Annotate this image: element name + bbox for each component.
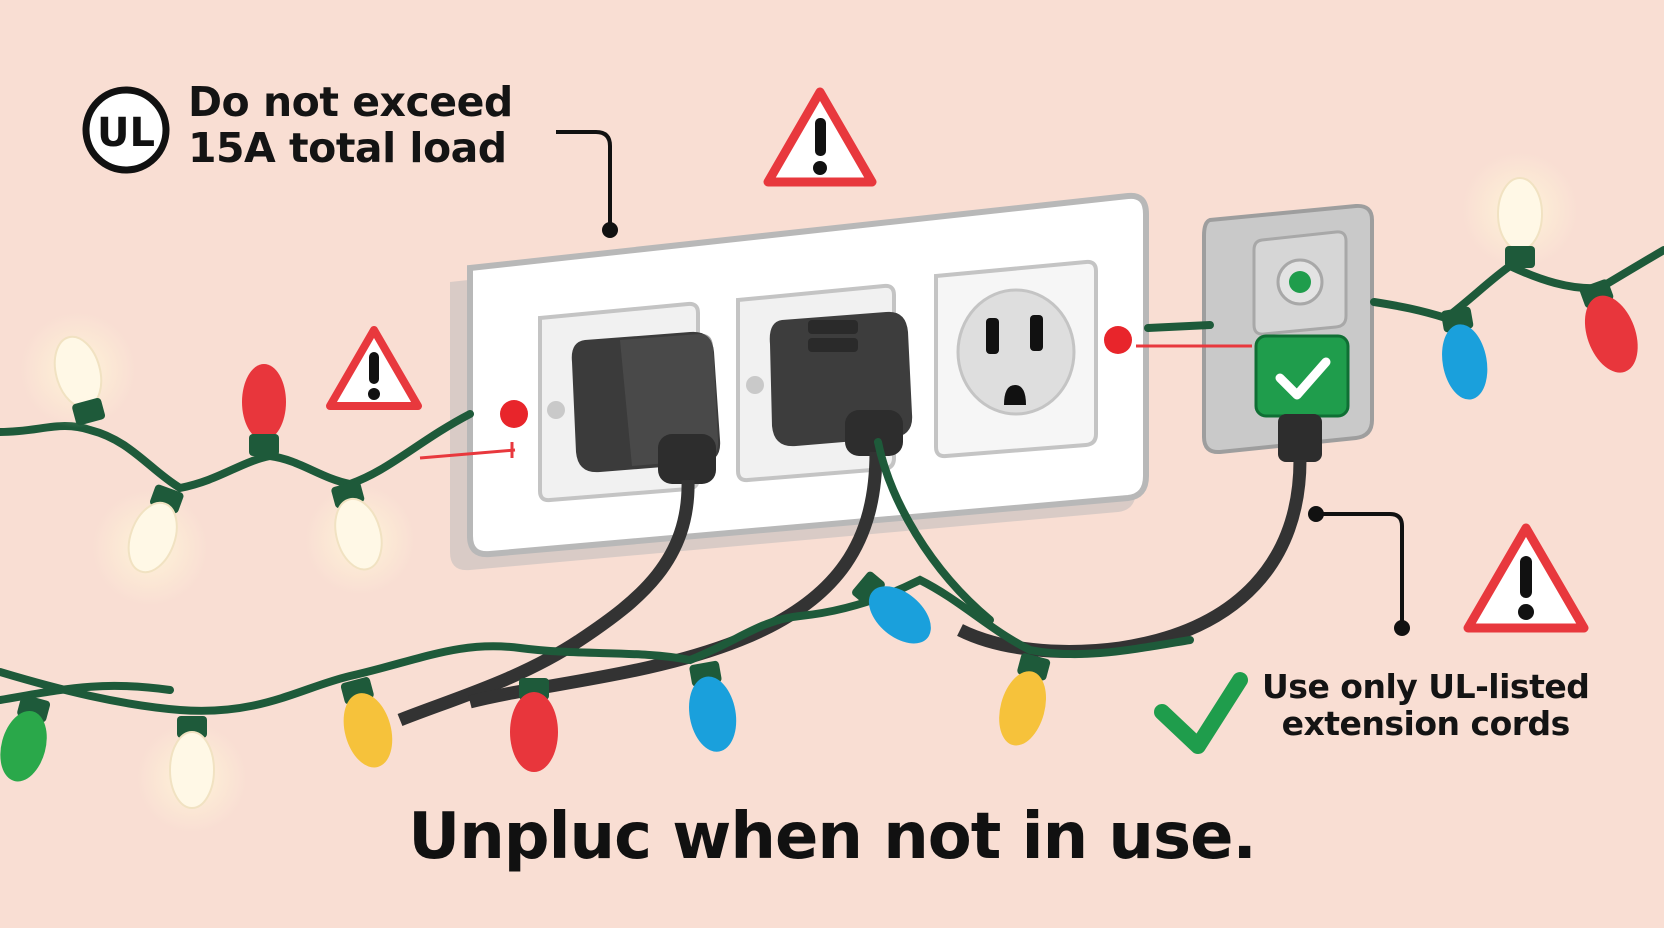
light-strand-left	[0, 410, 474, 493]
ul-logo-icon: UL	[82, 86, 170, 174]
ul-listed-note: Use only UL-listed extension cords	[1262, 667, 1590, 743]
bulb-white-4	[169, 716, 215, 809]
bulb-yellow-2	[999, 653, 1051, 746]
ul-note-line1: Use only UL-listed	[1262, 667, 1590, 706]
bulb-blue-2	[852, 571, 931, 644]
warning-triangle-icon	[763, 87, 877, 187]
warning-triangle-icon	[1463, 523, 1589, 633]
bulb-white-2	[127, 484, 184, 574]
light-strand-bottom	[0, 438, 1194, 715]
bulb-white-1	[53, 335, 106, 426]
bulb-red-1	[242, 364, 286, 456]
plug-left	[397, 331, 721, 727]
bulb-white-3	[331, 480, 383, 571]
bulb-green-1	[0, 694, 51, 782]
bulbs	[0, 152, 1638, 833]
pointer-extension	[1316, 512, 1404, 628]
warning-triangle-icon	[326, 326, 422, 410]
checkmark-icon	[1154, 672, 1248, 754]
bulb-white-5	[1497, 177, 1543, 268]
connector-left	[419, 448, 516, 460]
socket-empty	[934, 259, 1098, 459]
smart-timer	[957, 203, 1374, 658]
svg-text:UL: UL	[97, 110, 155, 156]
pointer-load	[556, 130, 612, 230]
bulb-blue-1	[689, 660, 737, 752]
bulb-yellow-1	[340, 677, 393, 768]
bulb-blue-3	[1441, 306, 1488, 400]
bulb-red-2	[510, 678, 558, 772]
indicator-dot-left	[500, 400, 528, 428]
ul-note-line2: extension cords	[1281, 703, 1571, 743]
bulb-red-3	[1579, 279, 1638, 373]
footer-caption: Unpluc when not in use.	[408, 800, 1257, 874]
load-warning-line2: 15A total load	[188, 123, 507, 172]
load-warning-line1: Do not exceed	[188, 78, 513, 126]
indicator-dot-right	[1104, 326, 1132, 354]
load-warning-text: Do not exceed 15A total load	[188, 78, 513, 172]
